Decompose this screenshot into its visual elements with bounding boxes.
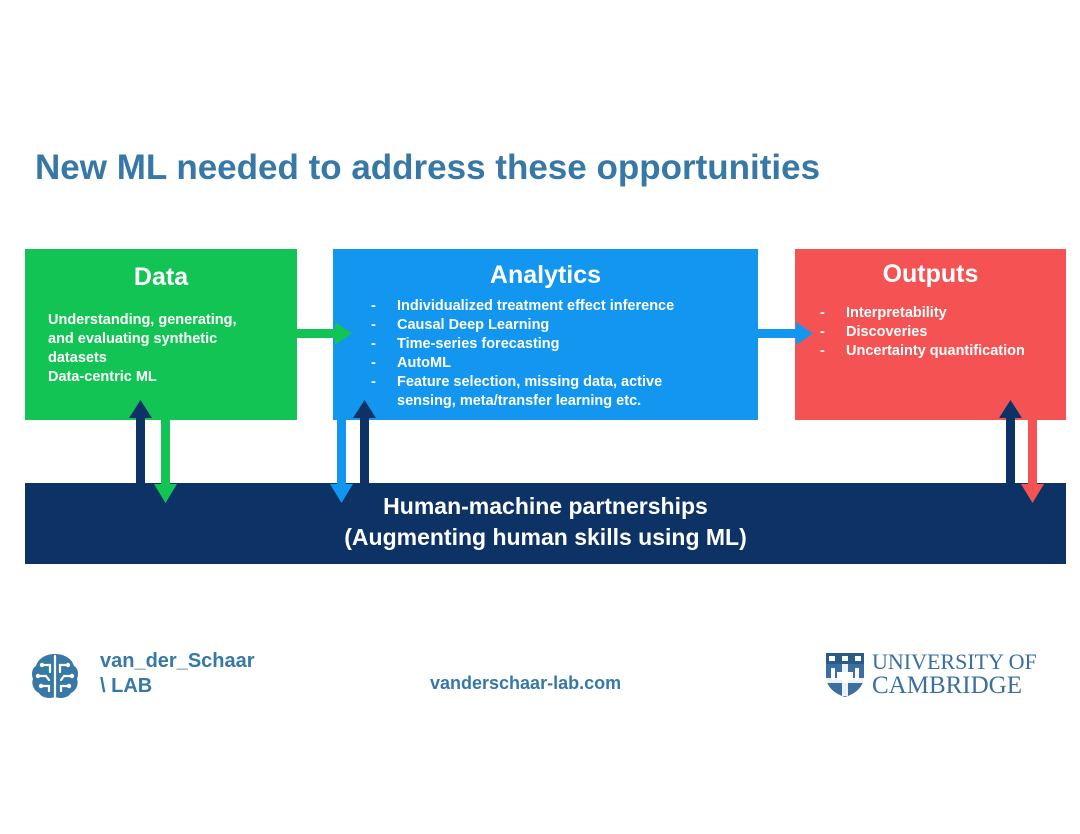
outputs-item: Interpretability	[820, 304, 1025, 323]
data-line: Data-centric ML	[48, 369, 157, 385]
analytics-item: Individualized treatment effect inferenc…	[371, 297, 674, 316]
brain-logo-icon	[32, 654, 78, 699]
outputs-item: Discoveries	[820, 323, 1025, 342]
outputs-list: Interpretability Discoveries Uncertainty…	[820, 304, 1025, 361]
data-box-text: Understanding, generating, and evaluatin…	[48, 311, 237, 387]
arrow-analytics-to-outputs	[758, 322, 813, 345]
partnership-bar: Human-machine partnerships (Augmenting h…	[25, 483, 1066, 564]
arrow-partnership-to-data	[129, 400, 152, 483]
analytics-item: AutoML	[371, 354, 674, 373]
cambridge-line2: CAMBRIDGE	[872, 672, 1023, 699]
partnership-title: Human-machine partnerships	[383, 493, 708, 519]
data-line: and evaluating synthetic	[48, 331, 218, 347]
data-line: Understanding, generating,	[48, 312, 237, 328]
outputs-box: Outputs Interpretability Discoveries Unc…	[795, 249, 1066, 420]
cambridge-crest-icon	[826, 653, 864, 697]
analytics-list: Individualized treatment effect inferenc…	[371, 297, 674, 392]
arrow-data-to-partnership	[154, 420, 177, 503]
outputs-item: Uncertainty quantification	[820, 342, 1025, 361]
analytics-item: Time-series forecasting	[371, 335, 674, 354]
outputs-box-title: Outputs	[882, 260, 979, 288]
arrow-partnership-to-analytics	[353, 400, 376, 483]
analytics-box: Analytics Individualized treatment effec…	[333, 249, 758, 420]
arrow-analytics-to-partnership	[330, 420, 353, 503]
cambridge-line1: UNIVERSITY OF	[872, 649, 1037, 674]
arrow-data-to-analytics	[297, 322, 352, 345]
data-line: datasets	[48, 350, 107, 366]
analytics-item: Feature selection, missing data, active	[371, 373, 674, 392]
lab-name-line2: \ LAB	[100, 675, 153, 697]
data-box: Data Understanding, generating, and eval…	[25, 249, 297, 420]
lab-name-line1: van_der_Schaar	[100, 650, 255, 672]
arrow-partnership-to-outputs	[999, 400, 1022, 483]
lab-url[interactable]: vanderschaar-lab.com	[430, 673, 622, 693]
arrow-outputs-to-partnership	[1021, 420, 1044, 503]
analytics-box-title: Analytics	[489, 261, 602, 289]
analytics-item: Causal Deep Learning	[371, 316, 674, 335]
lab-name: van_der_Schaar \ LAB	[100, 649, 255, 699]
analytics-item-continuation: sensing, meta/transfer learning etc.	[397, 393, 642, 409]
data-box-title: Data	[133, 263, 189, 291]
partnership-subtitle: (Augmenting human skills using ML)	[344, 524, 747, 550]
page-title: New ML needed to address these opportuni…	[35, 148, 821, 187]
cambridge-wordmark: UNIVERSITY OF CAMBRIDGE	[872, 649, 1037, 699]
